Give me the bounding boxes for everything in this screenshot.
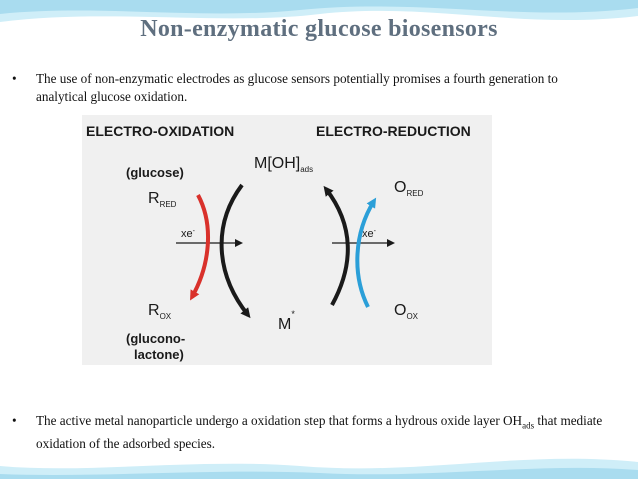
bullet-text-2-part2: that mediate oxidation of the adsorbed s… — [36, 413, 603, 451]
wave-bottom-2 — [0, 467, 638, 479]
label-gluconolactone-line1: (glucono- — [126, 331, 185, 346]
slide-title: Non-enzymatic glucose biosensors — [140, 16, 498, 42]
label-r-ox-sub: OX — [160, 312, 172, 321]
label-r-red: RRED — [148, 190, 177, 209]
heading-electro-reduction: ELECTRO-REDUCTION — [316, 123, 471, 139]
electro-oxidation-reduction-diagram: ELECTRO-OXIDATION ELECTRO-REDUCTION M[OH… — [82, 115, 492, 365]
diagram-svg: ELECTRO-OXIDATION ELECTRO-REDUCTION M[OH… — [86, 123, 471, 362]
label-xe-right-main: xe — [362, 228, 374, 240]
black-arc-left — [219, 183, 251, 319]
label-m-star-sup: * — [291, 309, 295, 319]
heading-electro-oxidation: ELECTRO-OXIDATION — [86, 123, 234, 139]
red-oxidation-arc — [190, 194, 210, 301]
label-r-ox-main: R — [148, 302, 160, 319]
label-o-red-main: O — [394, 179, 406, 196]
label-m-oh: M[OH]ads — [254, 155, 313, 174]
bullet-text-1: The use of non-enzymatic electrodes as g… — [36, 71, 558, 104]
label-m-oh-main: M[OH] — [254, 155, 300, 172]
label-m-star: M* — [278, 309, 295, 333]
label-gluconolactone-line2: lactone) — [134, 347, 184, 362]
label-r-red-sub: RED — [160, 200, 177, 209]
label-r-ox: ROX — [148, 302, 172, 321]
bullet-dot: • — [12, 71, 17, 86]
label-xe-left-sup: - — [193, 228, 196, 235]
blue-reduction-arc — [355, 197, 377, 308]
black-arc-right — [323, 185, 350, 306]
wave-top-2 — [0, 0, 638, 14]
bullet-text-2-sub: ads — [522, 420, 535, 431]
label-xe-right-sup: - — [374, 228, 377, 235]
label-glucose: (glucose) — [126, 165, 184, 180]
bullet-item-2: • The active metal nanoparticle undergo … — [12, 412, 612, 453]
label-o-ox-sub: OX — [406, 312, 418, 321]
bullet-item-1: • The use of non-enzymatic electrodes as… — [12, 70, 612, 106]
label-o-red: ORED — [394, 179, 424, 198]
label-r-red-main: R — [148, 190, 160, 207]
label-m-oh-sub: ads — [300, 165, 313, 174]
bullet-text-2: The active metal nanoparticle undergo a … — [36, 412, 612, 453]
bullet-text-2-part1: The active metal nanoparticle undergo a … — [36, 413, 523, 428]
label-o-ox: OOX — [394, 302, 419, 321]
label-o-red-sub: RED — [406, 189, 423, 198]
label-xe-left: xe- — [181, 228, 196, 240]
label-m-main: M — [278, 316, 291, 333]
label-o-ox-main: O — [394, 302, 406, 319]
label-xe-right: xe- — [362, 228, 377, 240]
label-xe-left-main: xe — [181, 228, 193, 240]
bullet-dot: • — [12, 413, 17, 428]
